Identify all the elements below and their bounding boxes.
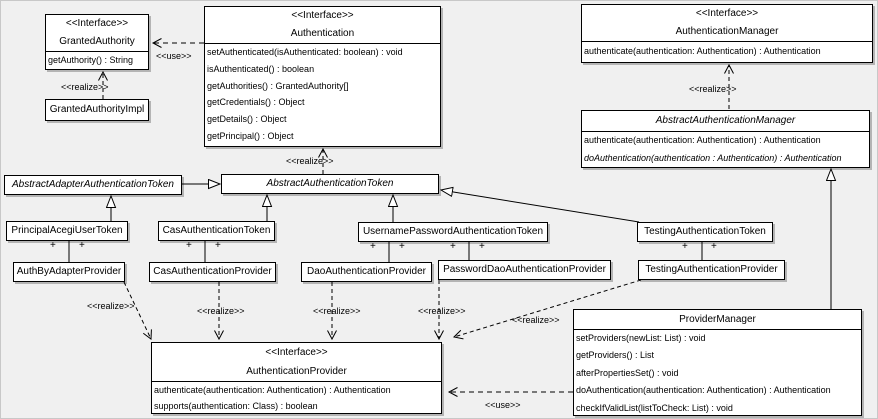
class-abstract-authentication-manager[interactable]: AbstractAuthenticationManager authentica… xyxy=(581,110,870,168)
method: getCredentials() : Object xyxy=(207,97,305,108)
class-granted-authority-impl[interactable]: GrantedAuthorityImpl xyxy=(45,99,149,121)
edge-label-realize: <<realize>> xyxy=(61,82,109,92)
method: checkIfValidList(listToCheck: List) : vo… xyxy=(576,402,733,413)
class-stereotype: <<Interface>> xyxy=(265,347,328,358)
method: setAuthenticated(isAuthenticated: boolea… xyxy=(207,47,403,57)
association-end-label: + xyxy=(370,241,376,252)
class-name: GrantedAuthority xyxy=(59,36,135,47)
edge-label-realize: <<realize>> xyxy=(512,315,560,325)
edge-label-realize: <<realize>> xyxy=(197,306,245,316)
class-name: DaoAuthenticationProvider xyxy=(307,266,426,277)
method: doAuthentication(authentication : Authen… xyxy=(584,152,842,163)
class-name: UsernamePasswordAuthenticationToken xyxy=(362,226,544,237)
association-end-label: + xyxy=(450,241,456,252)
class-name: TestingAuthenticationProvider xyxy=(645,264,778,275)
edge-gen-testing-authentication-token xyxy=(441,190,640,223)
class-name: AuthenticationProvider xyxy=(246,366,347,377)
class-cas-authentication-provider[interactable]: CasAuthenticationProvider xyxy=(149,262,276,282)
edge-label-realize: <<realize>> xyxy=(87,301,135,311)
class-authentication-manager[interactable]: <<Interface>> AuthenticationManager auth… xyxy=(581,4,873,63)
edge-label-use: <<use>> xyxy=(485,400,521,410)
class-name: PrincipalAcegiUserToken xyxy=(11,225,123,236)
class-name: TestingAuthenticationToken xyxy=(644,226,766,237)
method: getPrincipal() : Object xyxy=(207,130,294,141)
class-testing-authentication-provider[interactable]: TestingAuthenticationProvider xyxy=(638,260,785,280)
method: setProviders(newList: List) : void xyxy=(576,333,706,343)
class-authentication[interactable]: <<Interface>> Authentication setAuthenti… xyxy=(204,6,441,147)
association-end-label: + xyxy=(682,241,688,252)
method: getAuthorities() : GrantedAuthority[] xyxy=(207,80,349,91)
method: getAuthority() : String xyxy=(48,55,134,65)
class-stereotype: <<Interface>> xyxy=(291,10,354,21)
class-stereotype: <<Interface>> xyxy=(65,18,129,29)
edge-realize-testing-authentication-provider xyxy=(452,279,642,340)
class-username-password-authentication-token[interactable]: UsernamePasswordAuthenticationToken xyxy=(358,222,548,242)
class-name: Authentication xyxy=(290,28,355,39)
class-name: CasAuthenticationProvider xyxy=(153,266,272,277)
class-password-dao-authentication-provider[interactable]: PasswordDaoAuthenticationProvider xyxy=(438,260,611,280)
association-end-label: + xyxy=(79,240,85,251)
class-authentication-provider[interactable]: <<Interface>> AuthenticationProvider aut… xyxy=(151,342,442,414)
class-name: GrantedAuthorityImpl xyxy=(49,104,145,115)
method: authenticate(authentication: Authenticat… xyxy=(584,46,821,56)
edge-label-realize: <<realize>> xyxy=(418,306,466,316)
class-name: AuthByAdapterProvider xyxy=(16,266,122,277)
class-principal-acegi-user-token[interactable]: PrincipalAcegiUserToken xyxy=(6,221,128,241)
edge-label-realize: <<realize>> xyxy=(313,306,361,316)
class-stereotype: <<Interface>> xyxy=(695,8,759,19)
method: doAuthentication(authentication: Authent… xyxy=(576,385,831,396)
class-name: PasswordDaoAuthenticationProvider xyxy=(443,264,606,275)
class-name: AbstractAuthenticationToken xyxy=(266,178,394,189)
method: authenticate(authentication: Authenticat… xyxy=(154,385,391,395)
class-name: AbstractAuthenticationManager xyxy=(655,115,796,126)
method: supports(authentication: Class) : boolea… xyxy=(154,401,318,411)
association-end-label: + xyxy=(186,240,192,251)
class-auth-by-adapter-provider[interactable]: AuthByAdapterProvider xyxy=(13,262,125,282)
method: getDetails() : Object xyxy=(207,114,287,125)
edge-label-realize: <<realize>> xyxy=(689,84,737,94)
edge-realize-auth-by-adapter-provider xyxy=(123,281,152,340)
class-abstract-adapter-authentication-token[interactable]: AbstractAdapterAuthenticationToken xyxy=(4,175,182,195)
class-name: AuthenticationManager xyxy=(675,26,779,37)
association-end-label: + xyxy=(50,240,56,251)
association-end-label: + xyxy=(399,241,405,252)
edge-label-use: <<use>> xyxy=(156,51,192,61)
class-name: ProviderManager xyxy=(679,314,756,325)
class-testing-authentication-token[interactable]: TestingAuthenticationToken xyxy=(637,222,773,242)
edge-label-realize: <<realize>> xyxy=(286,156,334,166)
method: getProviders() : List xyxy=(576,350,655,361)
class-provider-manager[interactable]: ProviderManager setProviders(newList: Li… xyxy=(573,309,862,416)
class-name: CasAuthenticationToken xyxy=(162,225,271,236)
class-name: AbstractAdapterAuthenticationToken xyxy=(12,179,174,190)
class-granted-authority[interactable]: <<Interface>> GrantedAuthority getAuthor… xyxy=(45,14,149,70)
class-abstract-authentication-token[interactable]: AbstractAuthenticationToken xyxy=(221,174,439,194)
method: afterPropertiesSet() : void xyxy=(576,367,679,378)
method: isAuthenticated() : boolean xyxy=(207,63,315,74)
association-end-label: + xyxy=(479,241,485,252)
class-cas-authentication-token[interactable]: CasAuthenticationToken xyxy=(158,221,275,241)
method: authenticate(authentication: Authenticat… xyxy=(584,135,821,145)
association-end-label: + xyxy=(711,241,717,252)
association-end-label: + xyxy=(215,240,221,251)
class-dao-authentication-provider[interactable]: DaoAuthenticationProvider xyxy=(301,262,432,282)
